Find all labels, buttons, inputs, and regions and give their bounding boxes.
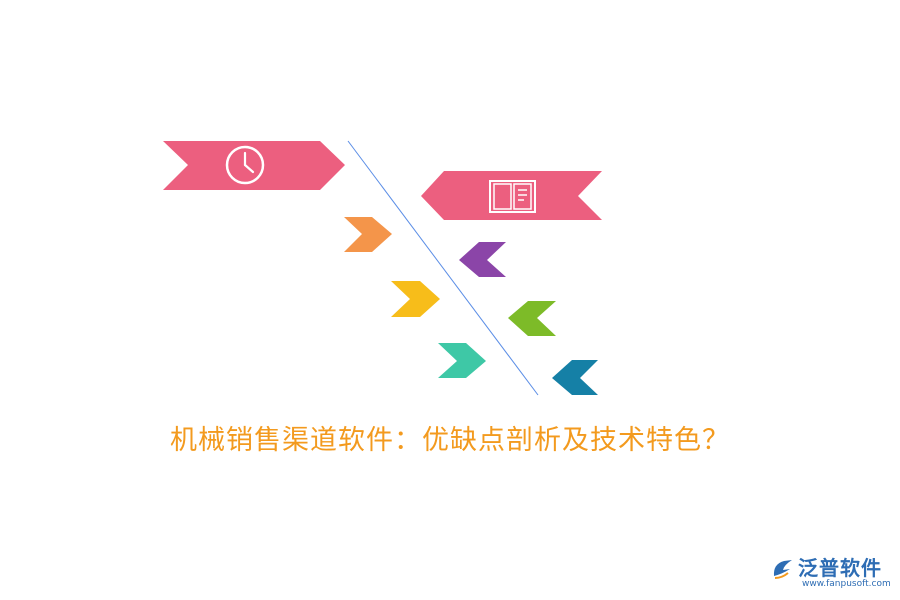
logo-mark-icon: [773, 560, 792, 579]
logo-name: 泛普软件: [798, 556, 882, 580]
chevron-teal: [438, 343, 486, 378]
logo-url: www.fanpusoft.com: [802, 579, 891, 589]
chevron-purple: [459, 242, 506, 277]
brand-logo: 泛普软件 www.fanpusoft.com: [768, 552, 892, 596]
left-banner: [163, 141, 345, 190]
divider-line: [347, 140, 539, 396]
chevron-orange: [344, 217, 392, 252]
page-title: 机械销售渠道软件：优缺点剖析及技术特色？: [170, 425, 730, 456]
chevron-blue: [552, 360, 598, 395]
open-book-icon: [489, 180, 536, 213]
right-banner: [421, 171, 602, 220]
chevron-yellow: [391, 281, 440, 317]
clock-icon: [225, 145, 265, 185]
chevron-green: [508, 301, 556, 336]
